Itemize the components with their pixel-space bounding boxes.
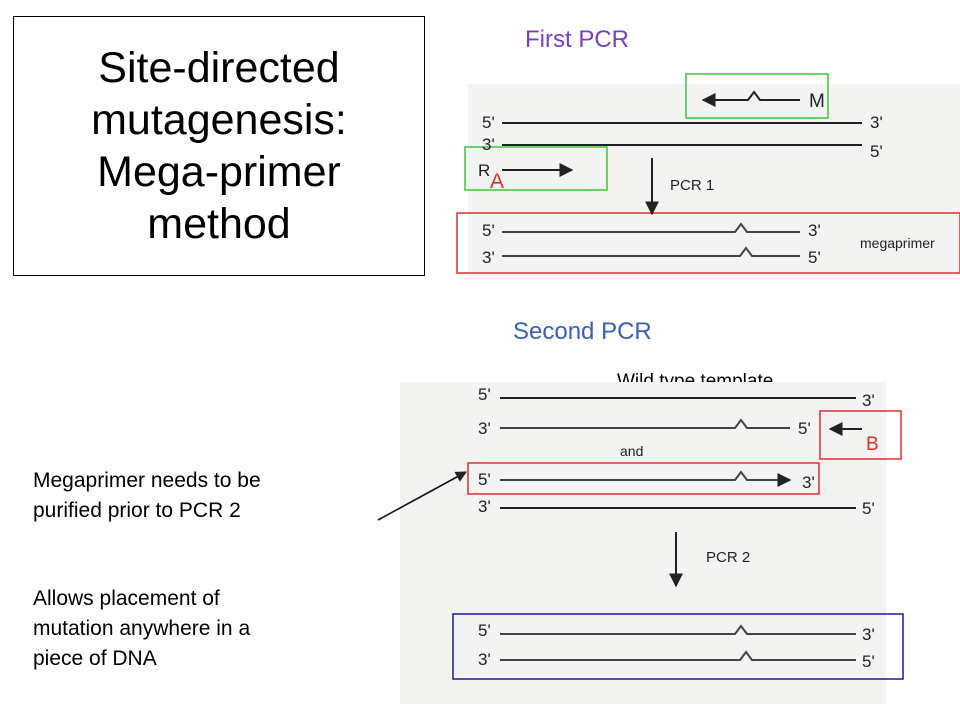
wt-top-5-label: 5' xyxy=(478,385,491,404)
final-top-3-label: 3' xyxy=(862,625,875,644)
primer-b-box xyxy=(819,410,902,460)
pcr1-top-3-label: 3' xyxy=(870,113,883,132)
pcr1-step-label: PCR 1 xyxy=(670,177,714,194)
final-top-5-label: 5' xyxy=(478,621,491,640)
title-box: Site-directed mutagenesis: Mega-primer m… xyxy=(13,16,425,276)
mega-bottom-3-label: 3' xyxy=(478,497,491,516)
final-product-box xyxy=(452,613,904,680)
placement-note: Allows placement of mutation anywhere in… xyxy=(33,587,251,670)
mega-top-strand xyxy=(500,470,792,487)
primer-a-label: A xyxy=(490,170,504,193)
first-pcr-heading: First PCR xyxy=(525,26,629,53)
megaprimer-input-box xyxy=(467,462,820,495)
product-top-strand xyxy=(502,222,800,233)
primer-m-box xyxy=(685,73,829,119)
pcr1-bottom-3-label: 3' xyxy=(482,135,495,154)
product-top-3-label: 3' xyxy=(808,221,821,240)
wt-bottom-5-label: 5' xyxy=(798,419,811,438)
primer-b-label: B xyxy=(866,434,879,455)
final-bottom-strand xyxy=(500,650,856,661)
wt-bottom-strand xyxy=(500,418,790,429)
mega-top-3-label: 3' xyxy=(802,473,815,492)
second-pcr-scan-background xyxy=(400,382,886,704)
pcr1-bottom-5-label: 5' xyxy=(870,142,883,161)
megaprimer-note: Megaprimer needs to be purified prior to… xyxy=(33,469,261,522)
product-bottom-3-label: 3' xyxy=(482,248,495,267)
final-bottom-5-label: 5' xyxy=(862,652,875,671)
product-top-5-label: 5' xyxy=(482,221,495,240)
first-pcr-scan-background xyxy=(468,84,960,276)
megaprimer-product-box xyxy=(456,212,960,274)
primer-r-box xyxy=(464,146,608,191)
slide-title: Site-directed mutagenesis: Mega-primer m… xyxy=(91,44,347,248)
product-bottom-strand xyxy=(502,246,800,257)
product-bottom-5-label: 5' xyxy=(808,248,821,267)
mega-top-5-label: 5' xyxy=(478,470,491,489)
primer-m-label: M xyxy=(809,91,825,112)
pcr1-top-5-label: 5' xyxy=(482,113,495,132)
pcr2-step-label: PCR 2 xyxy=(706,549,750,566)
final-top-strand xyxy=(500,624,856,635)
megaprimer-pointer-arrow xyxy=(377,471,467,521)
mega-bottom-5-label: 5' xyxy=(862,499,875,518)
final-bottom-3-label: 3' xyxy=(478,650,491,669)
wt-bottom-3-label: 3' xyxy=(478,419,491,438)
and-label: and xyxy=(620,443,643,459)
wt-top-3-label: 3' xyxy=(862,391,875,410)
primer-r-label: R xyxy=(478,161,490,180)
second-pcr-heading: Second PCR xyxy=(513,318,652,345)
primer-m-arrow xyxy=(701,90,800,107)
megaprimer-label: megaprimer xyxy=(860,235,935,251)
